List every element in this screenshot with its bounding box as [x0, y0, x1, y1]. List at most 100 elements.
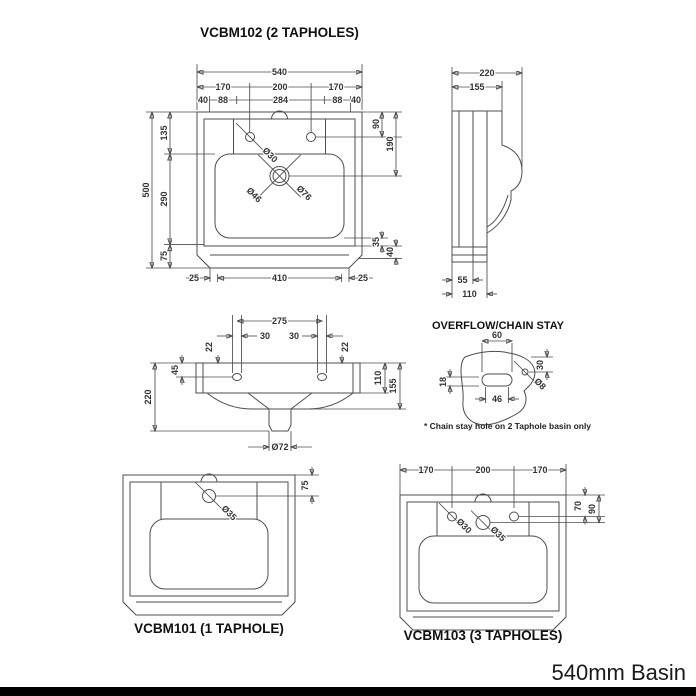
front-right-dimensions: 90 190 35 40	[289, 111, 402, 265]
dim-135: 135	[159, 125, 169, 140]
bowl-outline-103	[418, 535, 548, 604]
dim-88-left: 88	[218, 95, 228, 105]
leader-dia30	[438, 502, 462, 526]
side-view: 220 155 55 110	[442, 67, 523, 300]
dim-40-right: 40	[351, 95, 361, 105]
dim-290: 290	[159, 191, 169, 206]
dim-25-right: 25	[358, 273, 368, 283]
overflow-recess	[271, 110, 288, 120]
dim-500: 500	[141, 182, 151, 197]
chain-stay-hole	[521, 368, 529, 376]
dim-88-right: 88	[332, 95, 342, 105]
side-dimensions: 220 155 55 110	[442, 67, 522, 300]
basin-rear-outline	[195, 362, 361, 432]
fixing-hole-right	[317, 373, 327, 381]
product-label: 540mm Basin	[551, 660, 686, 685]
chain-stay-note: * Chain stay hole on 2 Taphole basin onl…	[424, 421, 591, 431]
dim-90: 90	[371, 119, 381, 129]
dim-60: 60	[492, 330, 502, 340]
dim-200: 200	[272, 82, 287, 92]
front-bottom-dimensions: 25 410 25	[186, 268, 373, 284]
dim-155: 155	[469, 82, 484, 92]
dim-170-right: 170	[328, 82, 343, 92]
dim-170c-left: 170	[418, 465, 433, 475]
dim-540: 540	[272, 67, 287, 77]
dim-30-right: 30	[289, 331, 299, 341]
dim-dia30b: Ø30	[455, 516, 474, 535]
dim-22-left: 22	[204, 342, 214, 352]
broken-section	[460, 350, 536, 426]
dim-110: 110	[462, 289, 477, 299]
leader-dia35	[470, 510, 496, 535]
dim-40b: 40	[385, 247, 395, 257]
taphole-leader	[235, 122, 265, 152]
waste-cross-2	[257, 154, 302, 198]
dim-35: 35	[371, 237, 381, 247]
waste-inner	[272, 169, 287, 183]
dim-45: 45	[170, 365, 180, 375]
dim-75b: 75	[300, 480, 310, 490]
overflow-slot	[481, 373, 513, 387]
front-left-dimensions: 500 135 290 75	[140, 111, 215, 268]
bowl-outline	[214, 153, 345, 239]
rear-dimensions: 275 30 30 22 22 45 220 110 155	[142, 315, 406, 453]
dim-284: 284	[273, 95, 288, 105]
taphole-left	[245, 132, 255, 142]
chain-hole-leader	[513, 360, 536, 383]
dim-170-left: 170	[215, 82, 230, 92]
rear-view: 275 30 30 22 22 45 220 110 155	[142, 315, 406, 453]
overflow-detail: OVERFLOW/CHAIN STAY 60 30 46 18 Ø8 * Cha…	[424, 320, 591, 431]
dim-190: 190	[385, 136, 395, 151]
dim-90b: 90	[587, 504, 597, 514]
taphole-left-103	[447, 511, 457, 522]
dim-110b: 110	[373, 371, 383, 386]
dim-25-left: 25	[189, 273, 199, 283]
dim-dia8: Ø8	[532, 376, 548, 392]
bowl-outline-101	[149, 518, 269, 590]
overflow-title: OVERFLOW/CHAIN STAY	[432, 320, 565, 332]
dim-200c: 200	[475, 465, 490, 475]
dim-18: 18	[438, 377, 448, 387]
taphole-right	[306, 132, 316, 142]
view-vcbm101: 75 Ø35 VCBM101 (1 TAPHOLE)	[122, 467, 319, 636]
overflow-outline	[460, 350, 536, 426]
taphole-leader-101	[194, 481, 226, 513]
dim-dia35: Ø35	[220, 503, 239, 522]
bowl-profile	[486, 111, 523, 234]
dim-30-left: 30	[260, 331, 270, 341]
basin-outline-vcbm103	[399, 493, 567, 631]
basin-outline-vcbm101	[122, 473, 296, 616]
dim-75: 75	[159, 251, 169, 261]
footer-bar	[0, 687, 696, 696]
fixing-hole-left	[232, 373, 242, 381]
dim-dia30: Ø30	[261, 145, 280, 164]
dim-55: 55	[457, 275, 467, 285]
front-view-vcbm102: VCBM102 (2 TAPHOLES) 540 170 200	[140, 25, 402, 284]
waste-pipe	[268, 409, 292, 432]
basin-side-outline	[451, 110, 523, 263]
dim-22-right: 22	[340, 342, 350, 352]
dim-dia35b: Ø35	[489, 524, 508, 543]
dim-40-left: 40	[198, 95, 208, 105]
vcbm103-top-dimensions: 170 200 170	[399, 464, 566, 508]
dim-dia72: Ø72	[271, 442, 288, 452]
front-top-dimensions: 540 170 200 170 40 88 284 88 40	[196, 64, 362, 132]
view-title-vcbm101: VCBM101 (1 TAPHOLE)	[134, 621, 284, 636]
dim-70: 70	[573, 501, 583, 511]
dim-dia46: Ø46	[245, 185, 264, 204]
dim-410: 410	[272, 273, 287, 283]
view-title-vcbm103: VCBM103 (3 TAPHOLES)	[404, 628, 563, 643]
dim-220: 220	[479, 68, 494, 78]
dim-dia76: Ø76	[295, 183, 314, 202]
view-vcbm103: 170 200 170 70 90 Ø30 Ø35	[399, 464, 605, 643]
basin-front-outline	[196, 110, 363, 269]
dim-155b: 155	[388, 378, 398, 393]
taphole-right-103	[509, 511, 519, 522]
dim-30c: 30	[535, 360, 545, 370]
dim-220b: 220	[143, 389, 153, 404]
bowl-underside	[206, 392, 354, 410]
view-title-vcbm102: VCBM102 (2 TAPHOLES)	[200, 25, 359, 40]
dim-275: 275	[272, 316, 287, 326]
